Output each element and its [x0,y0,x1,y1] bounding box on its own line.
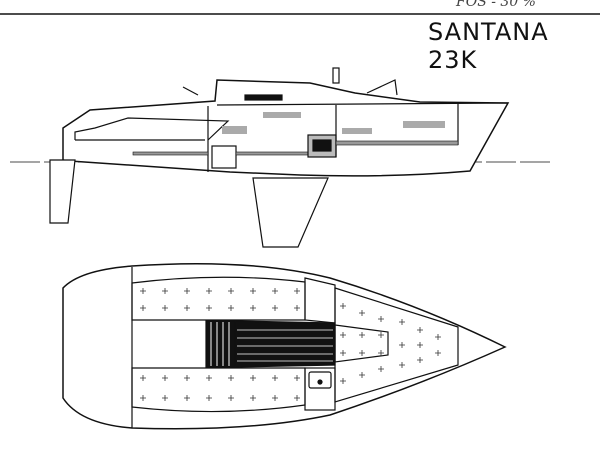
tufting-cross [206,288,212,294]
tufting-cross [228,305,234,311]
v-berth [335,140,459,146]
tufting-cross [359,310,365,316]
tufting-cross [250,375,256,381]
profile-view [10,67,552,248]
tufting-cross [417,327,423,333]
cushion-tufting-marks [140,288,441,401]
rudder [49,159,76,224]
forward-hatch [366,79,398,96]
tufting-cross [140,375,146,381]
tufting-cross [184,305,190,311]
v-berth-plan [334,287,459,403]
tufting-cross [359,350,365,356]
sheer-line [216,102,509,106]
shading-marks [222,112,445,134]
tufting-cross [272,395,278,401]
tufting-cross [206,395,212,401]
tufting-cross [399,319,405,325]
cabin-window [244,94,283,101]
tufting-cross [294,288,300,294]
drawing-title: SANTANA 23K [428,18,549,74]
tufting-cross [162,395,168,401]
tufting-cross [378,350,384,356]
tufting-cross [140,395,146,401]
keel [252,177,329,248]
tufting-cross [294,395,300,401]
tufting-cross [184,288,190,294]
sink [308,371,332,389]
tufting-cross [294,375,300,381]
tufting-cross [294,305,300,311]
tufting-cross [162,375,168,381]
tufting-cross [417,342,423,348]
tufting-cross [250,395,256,401]
v-berth-insert [334,324,389,363]
handwritten-note: FOS - 30 % [456,0,536,10]
grate-slats [210,322,230,366]
tufting-cross [340,303,346,309]
mast-step [332,67,340,84]
cockpit-seat [74,117,230,141]
sink-drain [317,379,323,385]
tiller [182,86,199,96]
tufting-cross [417,357,423,363]
berth-aft [132,151,209,156]
tufting-cross [228,395,234,401]
tufting-cross [359,332,365,338]
cabin-sole [234,320,336,368]
tufting-cross [162,305,168,311]
sole-planks [237,329,333,362]
tufting-cross [378,316,384,322]
tufting-cross [272,288,278,294]
tufting-cross [272,375,278,381]
tufting-cross [184,395,190,401]
tufting-cross [340,378,346,384]
tufting-cross [340,332,346,338]
tufting-cross [378,332,384,338]
tufting-cross [140,305,146,311]
companionway-step [211,145,237,169]
tufting-cross [250,288,256,294]
port-cockpit-seat [131,367,306,413]
plan-view [62,262,507,430]
tufting-cross [140,288,146,294]
tufting-cross [399,362,405,368]
tufting-cross [206,375,212,381]
tufting-cross [359,372,365,378]
tufting-cross [399,342,405,348]
tufting-cross [435,334,441,340]
tufting-cross [378,366,384,372]
tufting-cross [228,375,234,381]
tufting-cross [272,305,278,311]
tufting-cross [206,305,212,311]
tufting-cross [184,375,190,381]
tufting-cross [162,288,168,294]
stove [312,139,332,152]
tufting-cross [340,350,346,356]
companionway-grate [205,320,236,368]
tufting-cross [228,288,234,294]
tufting-cross [435,350,441,356]
tufting-cross [250,305,256,311]
settee [235,151,309,156]
